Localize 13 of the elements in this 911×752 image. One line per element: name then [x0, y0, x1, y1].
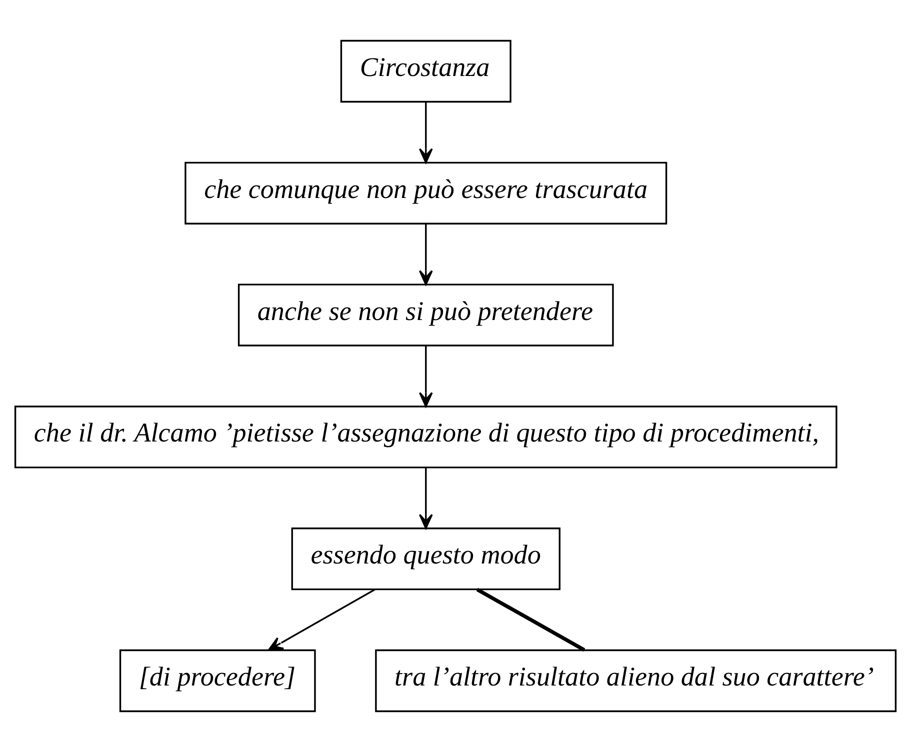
arrow	[268, 588, 376, 651]
node-box: tra l’altro risultato alieno dal suo carattere’	[375, 649, 897, 712]
node-box: anche se non si può pretendere	[238, 284, 614, 346]
node-box: che comunque non può essere trascurata	[184, 162, 668, 224]
arrow	[418, 346, 433, 408]
arrow	[418, 468, 433, 530]
node-box: essendo questo modo	[291, 528, 560, 590]
node-box: che il dr. Alcamo ’pietisse l’assegnazione di questo tipo di procedimenti,	[14, 406, 838, 468]
arrow	[418, 224, 433, 286]
node-box: Circostanza	[340, 40, 512, 103]
node-box: [di procedere]	[119, 649, 316, 712]
arrow	[418, 102, 433, 164]
connector	[476, 588, 586, 652]
